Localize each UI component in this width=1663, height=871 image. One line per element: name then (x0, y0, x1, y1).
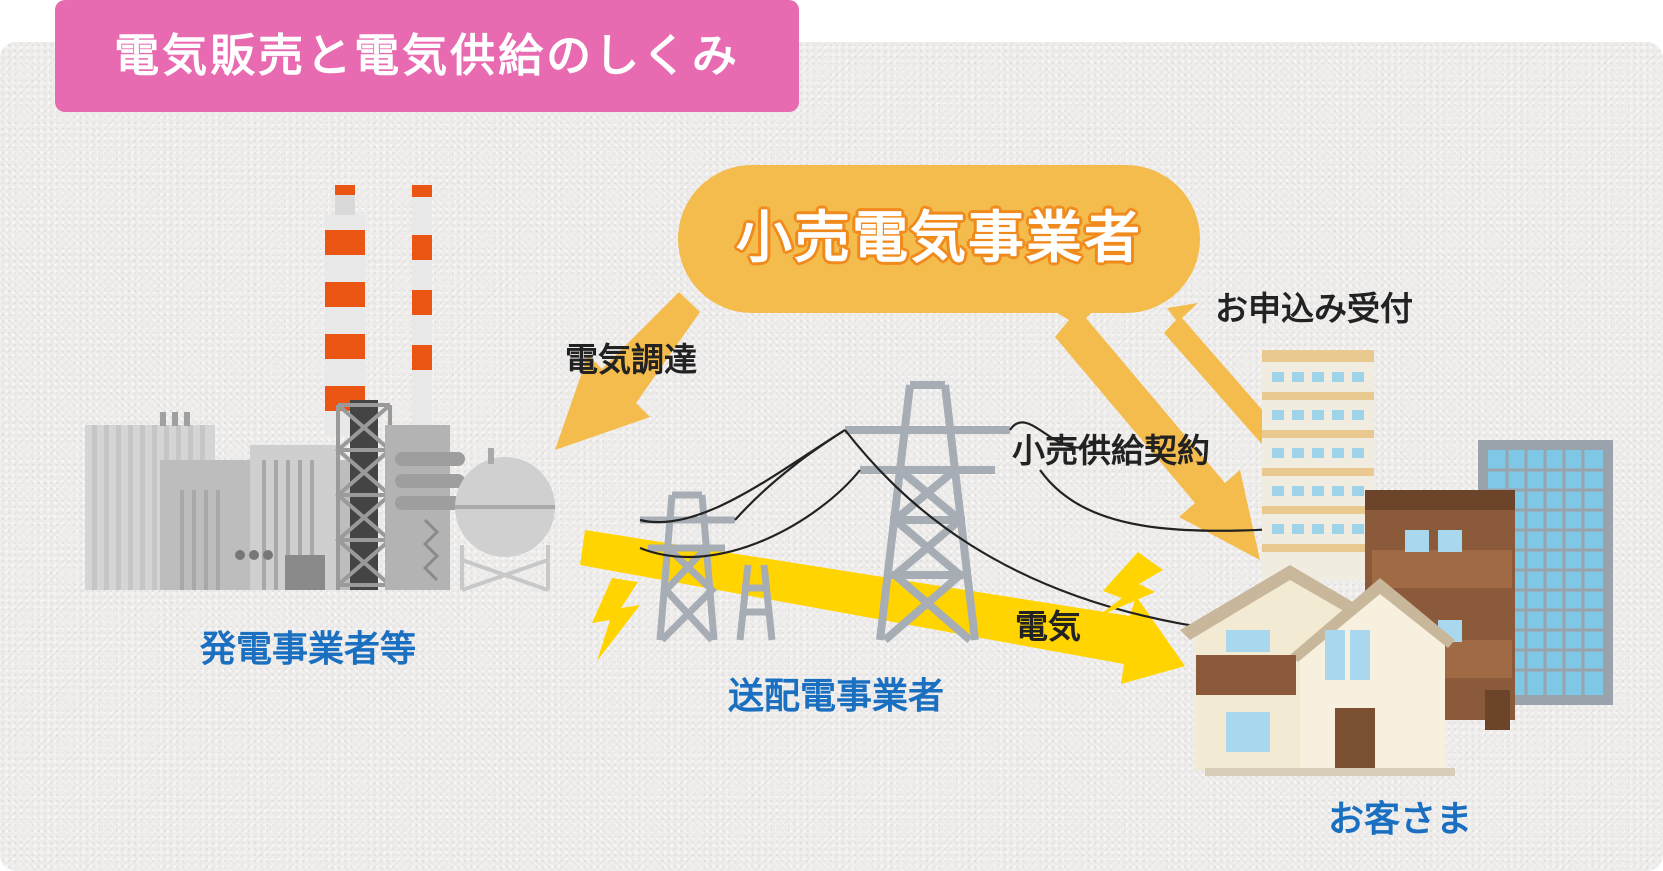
house-icon (1180, 565, 1455, 776)
transmission-label: 送配電事業者 (728, 676, 945, 717)
apartment-building-icon (1262, 350, 1374, 580)
supply-contract-label: 小売供給契約 (1012, 431, 1210, 470)
contract-arrow (1054, 305, 1260, 560)
customer-label: お客さま (1328, 799, 1473, 840)
electricity-label: 電気 (1015, 607, 1081, 646)
procurement-arrow (555, 292, 700, 450)
retailer-node: 小売電気事業者 (678, 165, 1200, 313)
retailer-label: 小売電気事業者 (736, 206, 1142, 271)
transmission-tower-icon (845, 381, 1010, 644)
page-title: 電気販売と電気供給のしくみ (114, 29, 740, 82)
title-banner: 電気販売と電気供給のしくみ (55, 0, 799, 112)
application-label: お申込み受付 (1215, 289, 1413, 328)
power-plant-icon (85, 185, 555, 592)
lightning-icon (1097, 552, 1163, 617)
generator-label: 発電事業者等 (200, 629, 417, 670)
lightning-icon (592, 578, 640, 661)
procurement-label: 電気調達 (565, 340, 697, 379)
